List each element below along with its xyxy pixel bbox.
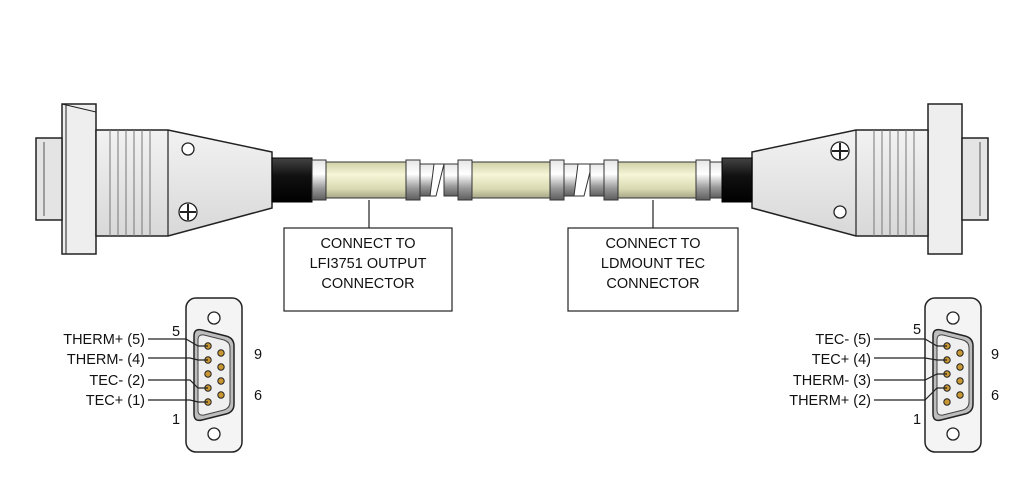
left-pin-number-1: 1 <box>172 412 180 428</box>
left-pinout: THERM+ (5) THERM- (4) TEC- (2) TEC+ (1) … <box>63 297 262 453</box>
left-pin-number-6: 6 <box>254 388 262 404</box>
right-pin-label-tec-minus: TEC- (5) <box>815 332 871 348</box>
cable <box>271 157 753 203</box>
left-callout-line-2: LFI3751 OUTPUT <box>310 256 427 272</box>
right-callout-line-2: LDMOUNT TEC <box>601 256 705 272</box>
right-pin-label-therm-minus: THERM- (3) <box>793 373 871 389</box>
left-callout: CONNECT TO LFI3751 OUTPUT CONNECTOR <box>283 200 453 312</box>
right-pin-label-therm-plus: THERM+ (2) <box>789 393 871 409</box>
right-callout-line-3: CONNECTOR <box>606 276 699 292</box>
left-pin-number-5: 5 <box>172 324 180 340</box>
right-connector-hood <box>751 103 989 255</box>
right-pin-number-5: 5 <box>913 322 921 338</box>
left-pin-label-tec-minus: TEC- (2) <box>89 373 145 389</box>
left-pin-label-therm-minus: THERM- (4) <box>67 352 145 368</box>
left-connector-hood <box>35 103 273 255</box>
left-pin-label-therm-plus: THERM+ (5) <box>63 332 145 348</box>
right-pin-number-9: 9 <box>991 347 999 363</box>
left-callout-line-3: CONNECTOR <box>321 276 414 292</box>
right-callout: CONNECT TO LDMOUNT TEC CONNECTOR <box>567 200 739 312</box>
right-pin-number-6: 6 <box>991 388 999 404</box>
left-pin-number-9: 9 <box>254 347 262 363</box>
right-pinout: TEC- (5) TEC+ (4) THERM- (3) THERM+ (2) … <box>789 297 999 453</box>
left-pin-label-tec-plus: TEC+ (1) <box>86 393 145 409</box>
right-pin-label-tec-plus: TEC+ (4) <box>812 352 871 368</box>
right-pin-number-1: 1 <box>913 412 921 428</box>
left-callout-line-1: CONNECT TO <box>320 236 415 252</box>
right-callout-line-1: CONNECT TO <box>605 236 700 252</box>
